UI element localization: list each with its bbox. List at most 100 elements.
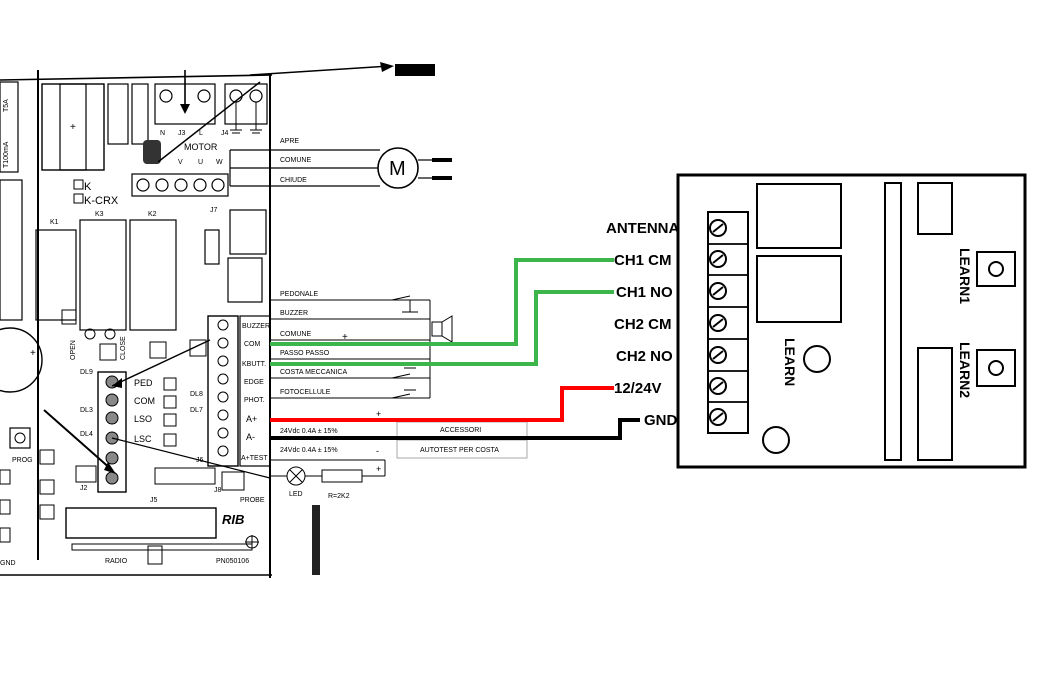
accessory-label: ACCESSORI: [440, 427, 481, 434]
learn1-label: LEARN1: [957, 248, 973, 304]
io-label-column: [239, 315, 271, 467]
close-label: CLOSE: [120, 336, 127, 360]
relay-k1: [35, 229, 77, 321]
probe-label: PROBE: [240, 497, 265, 504]
relay-k3: [79, 219, 127, 331]
io-label-costa: COSTA MECCANICA: [280, 369, 347, 376]
radio-part: [147, 545, 163, 565]
fuse-label-1: T100mA: [3, 141, 10, 168]
terminal-label-ch1-no: CH1 NO: [616, 284, 673, 301]
sign-plus: +: [342, 332, 348, 343]
heat-sink: [0, 179, 23, 321]
sign-minus-2: -: [376, 446, 379, 456]
screw-icon: [709, 282, 727, 300]
screw: [217, 391, 229, 403]
led-cross: [289, 469, 303, 483]
part-number: PN050106: [216, 558, 249, 565]
j3-n: N: [160, 130, 165, 137]
arrow-head: [180, 104, 190, 114]
relay-k2: [129, 219, 177, 331]
box: [163, 433, 177, 447]
screw-icon: [709, 346, 727, 364]
term-phot: PHOT.: [244, 397, 265, 404]
term-kbutt: KBUTT.: [242, 361, 266, 368]
j3-l: L: [199, 130, 203, 137]
term-a-plus: A+: [246, 414, 257, 424]
k-box: [73, 179, 84, 190]
target-cross: [245, 535, 259, 549]
wire-ch1-no: [270, 290, 614, 366]
resistor-array: [154, 467, 216, 485]
dl3-label: DL3: [80, 407, 93, 414]
screw: [197, 89, 211, 103]
fuse-label-2: T5A: [3, 99, 10, 112]
prog-button: [9, 427, 31, 449]
component: [39, 504, 55, 520]
motor-pin-u: U: [198, 159, 203, 166]
io-label-passo: PASSO PASSO: [280, 350, 330, 357]
radio-label: RADIO: [105, 558, 128, 565]
learn1-button[interactable]: [976, 251, 1016, 287]
k2-label: K2: [148, 211, 157, 218]
term-com: COM: [244, 341, 261, 348]
dl4-label: DL4: [80, 431, 93, 438]
open-label: OPEN: [70, 340, 77, 360]
terminal-label-ch1-cm: CH1 CM: [614, 252, 672, 269]
terminal-label-ch2-no: CH2 NO: [616, 348, 673, 365]
box: [163, 395, 177, 409]
terminal-cell: [707, 401, 749, 434]
j6-label: J6: [196, 457, 204, 464]
terminal-label-antenna: ANTENNA: [606, 220, 679, 237]
component: [107, 83, 129, 145]
screw-slot: [712, 223, 724, 233]
ground-symbol: [230, 102, 242, 134]
learn2-button[interactable]: [976, 349, 1016, 387]
screw-slot: [712, 254, 724, 264]
term-a-minus: A-: [246, 432, 255, 442]
kcrx-box: [73, 193, 84, 204]
screw: [155, 178, 169, 192]
k3-label: K3: [95, 211, 104, 218]
led: [84, 328, 96, 340]
switch-symbol: [391, 389, 416, 399]
motor-wire-apre: APRE: [280, 138, 299, 145]
j5-label: J5: [150, 497, 158, 504]
switch-symbol: [391, 295, 418, 313]
learn-led: [803, 345, 831, 373]
box: [163, 377, 177, 391]
screw-icon: [709, 408, 727, 426]
component: [149, 341, 167, 359]
screw-slot: [712, 350, 724, 360]
wire-ground: [270, 418, 640, 440]
brand-logo: RIB: [222, 512, 244, 527]
component-1: [917, 182, 953, 235]
j7-label: J7: [210, 207, 218, 214]
prog-label: PROG: [12, 457, 33, 464]
motor-letter: M: [389, 158, 406, 180]
term-buzzer: BUZZER: [242, 323, 270, 330]
component: [131, 83, 149, 145]
component-2: [917, 347, 953, 461]
ic-chip: [227, 257, 263, 303]
resistor-label: R=2K2: [328, 493, 350, 500]
electrolytic-capacitor: [0, 327, 43, 393]
limit-lso: LSO: [134, 414, 152, 424]
motor-pin-v: V: [178, 159, 183, 166]
gnd-label: GND: [0, 560, 16, 567]
buzzer-icon: [431, 321, 443, 337]
motor-wire-comune: COMUNE: [280, 157, 311, 164]
screw-icon: [709, 314, 727, 332]
prog-button-knob: [14, 432, 26, 444]
motor-terminal-block: [131, 173, 229, 197]
screw-icon: [709, 219, 727, 237]
coloured-wires: [270, 258, 640, 440]
wire-ch1-cm: [270, 258, 614, 346]
kcrx-label: K-CRX: [84, 195, 119, 207]
mounting-hole: [762, 426, 790, 454]
plus-sign: +: [30, 348, 36, 359]
component: [39, 449, 55, 465]
pin: [105, 393, 119, 407]
autotest-label: AUTOTEST PER COSTA: [420, 447, 499, 454]
io-wiring: PEDONALE BUZZER COMUNE PASSO PASSO COSTA…: [270, 291, 528, 500]
